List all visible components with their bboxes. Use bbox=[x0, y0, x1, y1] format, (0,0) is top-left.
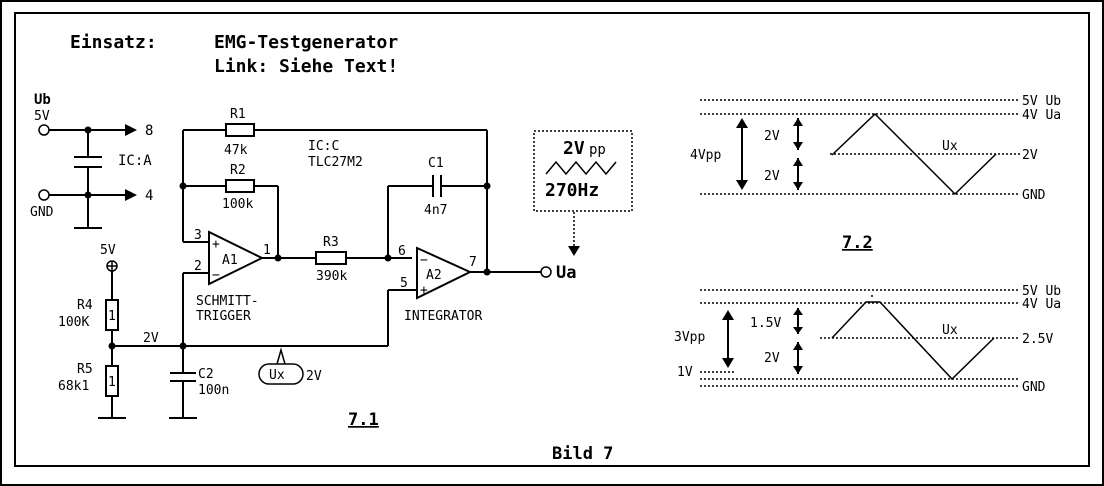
g2-amp: 3Vpp bbox=[674, 330, 705, 345]
gnd-label: GND bbox=[30, 205, 54, 220]
g1-ua: 4V Ua bbox=[1022, 108, 1061, 123]
a1-minus: − bbox=[212, 268, 220, 283]
ub-terminal bbox=[38, 124, 50, 136]
r2-value: 100k bbox=[222, 197, 253, 212]
a2-pin6: 6 bbox=[398, 244, 406, 259]
graph-2: 5V Ub 4V Ua 2.5V GND 3Vpp 1V 1.5V 2V Ux bbox=[674, 284, 1061, 395]
r1-resistor bbox=[225, 123, 255, 137]
g2-gnd: GND bbox=[1022, 380, 1046, 395]
ua-label: Ua bbox=[556, 263, 576, 283]
integrator: R3 390k C1 4n7 6 5 − + A2 7 Ua INTEGRATO… bbox=[258, 130, 576, 430]
fig-7-1-label: 7.1 bbox=[348, 410, 379, 430]
g2-ux: Ux bbox=[942, 323, 958, 338]
r3-value: 390k bbox=[316, 269, 347, 284]
header-link: Link: Siehe Text! bbox=[214, 56, 398, 77]
amp-main: 2V bbox=[563, 138, 585, 159]
a1-plus: + bbox=[212, 237, 220, 252]
a2-pin7: 7 bbox=[469, 255, 477, 270]
op-amp-a1 bbox=[208, 230, 265, 286]
signal-box: 2V pp 270Hz bbox=[533, 130, 633, 256]
c2-value: 100n bbox=[198, 383, 229, 398]
node-2v-label: 2V bbox=[143, 331, 159, 346]
ux-badge bbox=[258, 363, 304, 385]
supply-5v-label: 5V bbox=[100, 243, 116, 258]
g1-amp: 4Vpp bbox=[690, 148, 721, 163]
header-title: EMG-Testgenerator bbox=[214, 32, 398, 53]
caption: Bild 7 bbox=[552, 444, 613, 464]
ub-label: Ub bbox=[34, 92, 51, 108]
schmitt-label-1: SCHMITT- bbox=[196, 294, 259, 309]
r3-resistor bbox=[315, 251, 347, 265]
g1-triangle-wave bbox=[831, 112, 997, 196]
a1-pin3: 3 bbox=[194, 228, 202, 243]
graph-7-2: 5V Ub 4V Ua 2V GND 4Vpp 2V 2V Ux 7.2 bbox=[690, 94, 1061, 253]
signal-arrow bbox=[568, 246, 580, 256]
pin4-label: 4 bbox=[145, 188, 153, 204]
schmitt-trigger: C2 100n 2 3 R1 47k R2 100k + − A1 1 SCHM… bbox=[169, 107, 487, 419]
r4-mark: 1 bbox=[108, 309, 116, 324]
g1-mid: 2V bbox=[1022, 148, 1038, 163]
g1-lower-span: 2V bbox=[764, 169, 780, 184]
c1-name: C1 bbox=[428, 156, 444, 171]
ux-probe bbox=[276, 347, 286, 365]
g1-ux: Ux bbox=[942, 139, 958, 154]
triangle-wave-icon bbox=[545, 160, 617, 176]
a1-pin1: 1 bbox=[263, 243, 271, 258]
g2-ua: 4V Ua bbox=[1022, 297, 1061, 312]
c2-name: C2 bbox=[198, 367, 214, 382]
a1-label: A1 bbox=[222, 253, 238, 268]
fig-7-2-label: 7.2 bbox=[842, 233, 873, 253]
r3-name: R3 bbox=[323, 235, 339, 250]
freq-label: 270Hz bbox=[545, 180, 599, 201]
a2-minus: − bbox=[420, 253, 428, 268]
gnd-terminal bbox=[38, 189, 50, 201]
r1-value: 47k bbox=[224, 143, 248, 158]
g1-gnd: GND bbox=[1022, 188, 1046, 203]
pin8-arrow bbox=[125, 124, 137, 136]
g1-upper-span: 2V bbox=[764, 129, 780, 144]
g2-low: 1V bbox=[677, 365, 693, 380]
a2-plus: + bbox=[420, 283, 428, 298]
r2-resistor bbox=[225, 179, 255, 193]
r5-mark: 1 bbox=[108, 375, 116, 390]
r4-name: R4 bbox=[77, 298, 93, 313]
schmitt-label-2: TRIGGER bbox=[196, 309, 251, 324]
ic-type-label: TLC27M2 bbox=[308, 155, 363, 170]
op-amp-a2 bbox=[416, 246, 473, 300]
ic-c-label: IC:C bbox=[308, 139, 339, 154]
ux-2v-label: 2V bbox=[306, 369, 322, 384]
ub-value: 5V bbox=[34, 109, 50, 124]
ic-a-label: IC:A bbox=[118, 153, 152, 169]
a2-label: A2 bbox=[426, 268, 442, 283]
r4-value: 100K bbox=[58, 315, 89, 330]
g1-top: 5V Ub bbox=[1022, 94, 1061, 109]
divider-network: 5V 1 R4 100K 2V 1 R5 68k1 bbox=[58, 243, 388, 419]
pin4-arrow bbox=[125, 189, 137, 201]
r5-name: R5 bbox=[77, 362, 93, 377]
integrator-label: INTEGRATOR bbox=[404, 309, 482, 324]
g2-triangle-wave bbox=[831, 301, 995, 381]
g2-top: 5V Ub bbox=[1022, 284, 1061, 299]
ux-badge-label: Ux bbox=[269, 368, 285, 383]
pin8-label: 8 bbox=[145, 123, 153, 139]
a2-pin5: 5 bbox=[400, 276, 408, 291]
g2-upper-span: 1.5V bbox=[750, 316, 781, 331]
c1-value: 4n7 bbox=[424, 203, 447, 218]
amp-sub: pp bbox=[589, 142, 606, 158]
ua-terminal bbox=[540, 266, 552, 278]
a1-pin2: 2 bbox=[194, 259, 202, 274]
g2-lower-span: 2V bbox=[764, 351, 780, 366]
power-supply: Ub 5V 8 IC:A 4 GND bbox=[30, 92, 153, 229]
header-prefix: Einsatz: bbox=[70, 32, 157, 53]
r2-name: R2 bbox=[230, 163, 246, 178]
g2-mid: 2.5V bbox=[1022, 332, 1053, 347]
inner-border bbox=[14, 12, 1090, 467]
signal-box-border bbox=[533, 130, 633, 212]
r5-value: 68k1 bbox=[58, 379, 89, 394]
r1-name: R1 bbox=[230, 107, 246, 122]
